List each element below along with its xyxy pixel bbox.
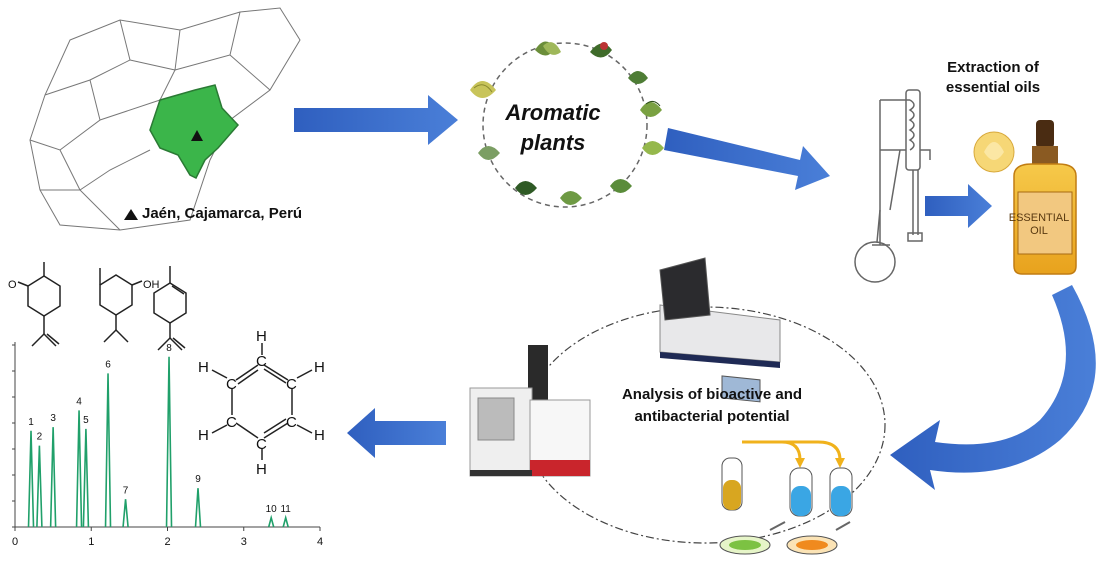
carbon-atom: C [226,376,237,393]
x-tick-label: 0 [12,536,18,548]
x-tick-label: 3 [241,536,247,548]
legend-triangle-icon [124,209,138,220]
ketone-oxygen-label: O [8,279,17,291]
carbon-atom: C [286,376,297,393]
hydrogen-atom: H [314,427,325,444]
arrow-plants-to-extraction [664,128,830,190]
plant-ring [482,42,648,208]
benzene-molecule-icon [211,343,313,460]
peak [194,488,202,528]
extraction-label-line2: essential oils [945,79,1041,96]
peak [75,410,83,528]
carbon-atom: C [226,414,237,431]
plant-icon [478,146,500,160]
peak [122,499,129,528]
bottle-label: ESSENTIAL OIL [1008,212,1070,238]
peak-label: 7 [123,485,129,496]
essential-oil-bottle-icon [973,120,1077,275]
spectrophotometer-icon [659,257,781,403]
aromatic-label-line2: plants [520,130,586,155]
carbon-atom: C [286,414,297,431]
carbon-atom: C [256,436,267,453]
analysis-label-line1: Analysis of bioactive and [621,386,803,403]
triangle-marker-icon [191,130,203,141]
x-tick-label: 4 [317,536,323,548]
peak [82,428,90,528]
plant-icon [515,181,537,195]
hydrogen-atom: H [198,359,209,376]
hydrogen-atom: H [198,427,209,444]
peak-label: 9 [195,474,201,485]
hydrogen-atom: H [256,328,267,345]
peak-label: 8 [166,343,172,354]
plant-icon [560,191,582,205]
hydrogen-atom: H [256,461,267,478]
menthol-molecule-icon [99,268,143,343]
bottle-label-line2: OIL [1030,225,1048,237]
extraction-label-line1: Extraction of [947,59,1039,76]
benzene-atom-labels: C C C C C C H H H H H H [198,328,325,478]
aromatic-label-line1: Aromatic [505,100,601,125]
arrow-map-to-plants [294,95,458,145]
distillation-apparatus-icon [854,89,931,283]
peak [267,514,275,528]
arrow-distillation-to-oil [925,184,992,228]
peak-label: 10 [266,504,278,515]
peak-label: 2 [37,432,43,443]
plant-icon [535,41,561,56]
peak [104,373,112,528]
x-tick-label: 1 [88,536,94,548]
bottle-label-line1: ESSENTIAL [1008,212,1070,224]
jaen-region [149,84,240,180]
peak-label: 11 [280,504,291,515]
extraction-label: Extraction of essential oils [918,58,1068,98]
gas-chromatograph-icon [469,345,591,477]
plant-icon [628,71,648,84]
peak-label: 6 [105,359,111,370]
limonene-molecule-icon [153,266,187,351]
curved-arrow-oil-to-analysis [890,285,1096,490]
arrow-analysis-to-chromatogram [347,408,446,458]
analysis-label: Analysis of bioactive and antibacterial … [592,384,832,428]
carbon-atom: C [256,353,267,370]
plant-icon [642,141,664,155]
plant-icon [610,179,632,193]
peak-label: 1 [28,417,34,428]
carvone-molecule-icon [17,262,61,347]
peak-label: 4 [76,396,82,407]
peak [282,514,289,528]
peak-label: 5 [83,415,89,426]
peak [165,356,173,528]
plant-icon [590,42,612,58]
hydrogen-atom: H [314,359,325,376]
plant-icon [470,81,496,98]
peak [27,430,35,528]
peak [49,427,57,528]
plant-icon [640,100,662,117]
plant-icons [470,41,664,205]
x-tick-label: 2 [164,536,170,548]
analysis-label-line2: antibacterial potential [634,408,790,425]
hydroxyl-label: OH [143,279,160,291]
location-label: Jaén, Cajamarca, Perú [142,205,303,222]
bioassay-tubes-icon [719,440,853,555]
peak-label: 3 [50,413,56,424]
aromatic-plants-label: Aromatic plants [488,98,618,158]
peak [36,445,43,528]
